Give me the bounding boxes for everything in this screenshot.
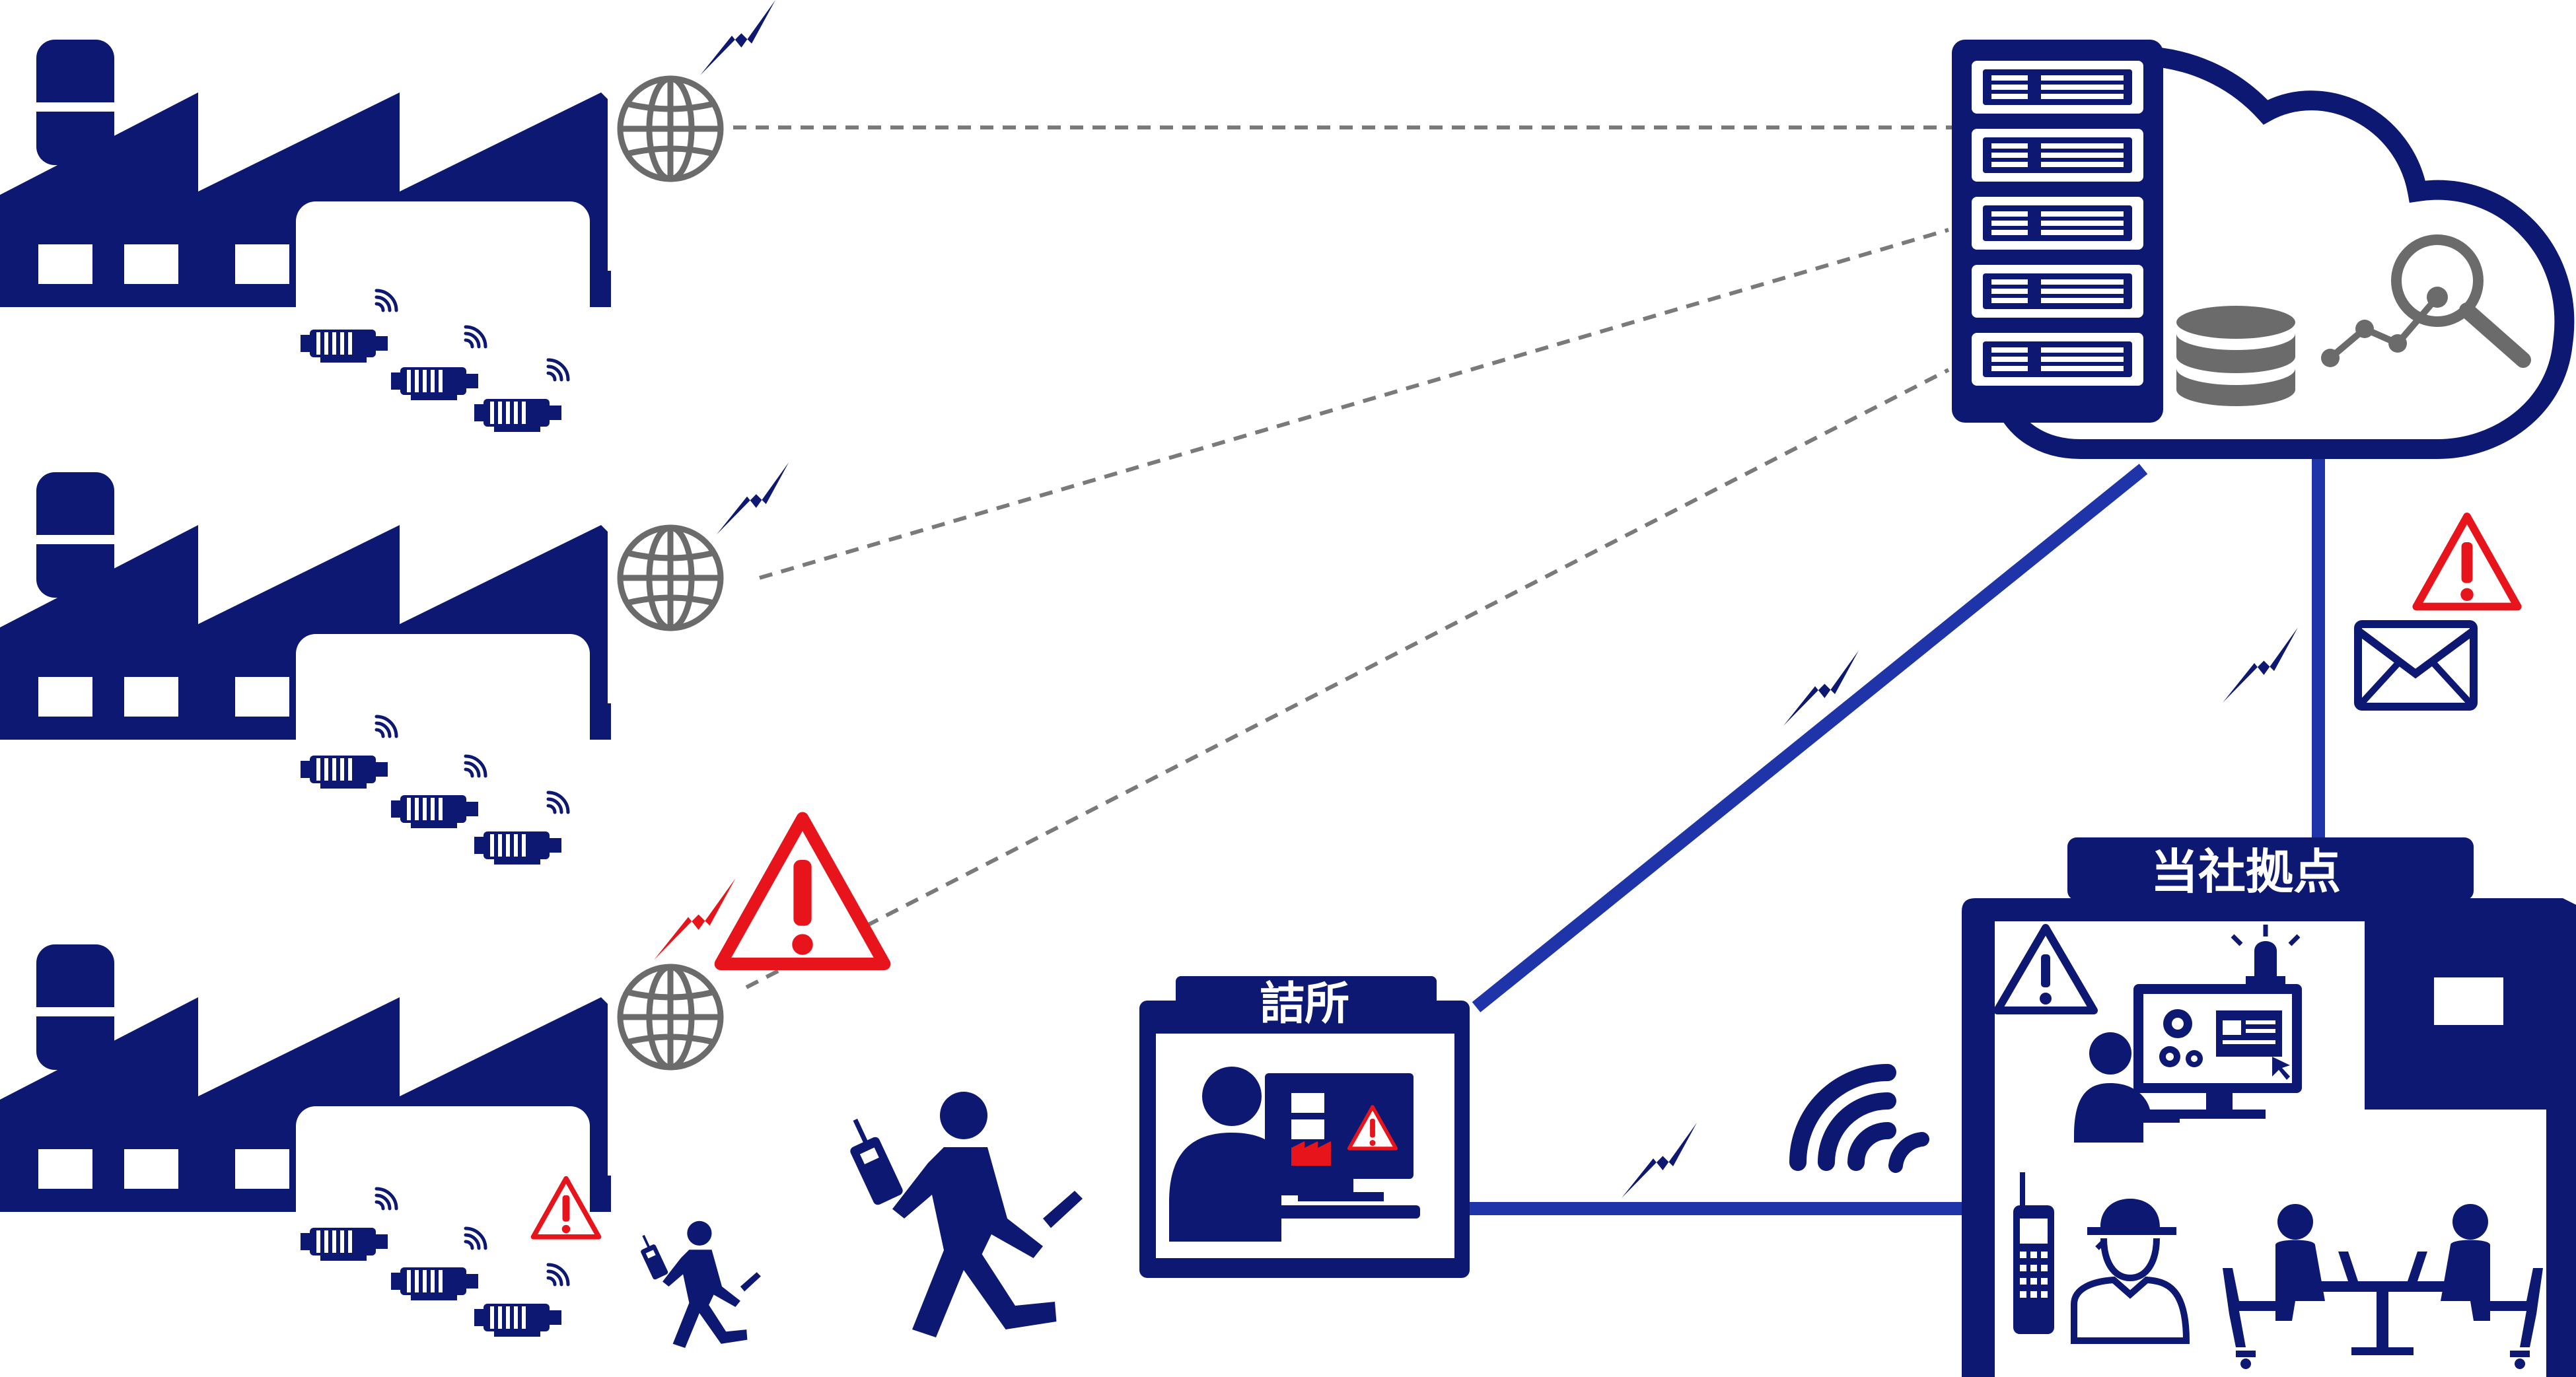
globe-icon xyxy=(620,967,721,1067)
warning-triangle-icon xyxy=(721,818,884,964)
wireless-signal-icon xyxy=(1888,1132,1929,1173)
headquarters-label: 当社拠点 xyxy=(2151,844,2341,900)
lightning-icon xyxy=(717,462,789,535)
mail-icon xyxy=(2354,620,2478,711)
machine-icon xyxy=(391,795,478,828)
alarm-light-icon xyxy=(2231,925,2301,985)
running-worker-icon xyxy=(639,1220,761,1348)
satellite-office-label: 詰所 xyxy=(1260,978,1349,1030)
machine-icon xyxy=(391,367,478,400)
dashed-link-factory-2 xyxy=(759,228,1949,580)
wireless-signal-icon xyxy=(1789,1064,1896,1171)
machine-icon xyxy=(301,330,388,363)
machine-icon xyxy=(474,831,561,865)
wireless-signal-icon xyxy=(548,793,568,812)
factory-1 xyxy=(0,40,611,432)
solid-links xyxy=(1465,441,2325,1215)
globe-icon xyxy=(620,528,721,628)
machine-icon xyxy=(474,1304,561,1337)
running-worker-icon xyxy=(848,1092,1083,1337)
wireless-signal-icon xyxy=(548,360,568,380)
dashed-link-factory-3 xyxy=(745,368,1950,989)
dashed-links xyxy=(733,125,1952,989)
satellite-office: 詰所 xyxy=(1139,976,1470,1278)
factory-alert-screen-icon xyxy=(1291,1093,1331,1166)
warning-triangle-icon xyxy=(2416,516,2517,607)
monitor-icon xyxy=(1265,1073,1413,1201)
lightning-icon xyxy=(700,0,775,76)
radio-icon xyxy=(2013,1172,2054,1334)
warning-triangle-icon xyxy=(1993,924,2098,1014)
database-icon xyxy=(2176,306,2295,406)
monitor-icon xyxy=(2133,984,2302,1119)
headquarters: 当社拠点 xyxy=(1962,837,2576,1377)
lightning-icon xyxy=(1622,1123,1697,1198)
lightning-icon xyxy=(2223,627,2298,703)
magnifier-chart-icon xyxy=(2321,234,2531,368)
worker-headset-icon xyxy=(2071,1199,2190,1344)
machine-icon xyxy=(391,1267,478,1300)
factory-2 xyxy=(0,472,611,865)
server-rack-icon xyxy=(1952,40,2163,423)
gear-icon xyxy=(2159,1009,2203,1067)
factory-3 xyxy=(0,944,611,1337)
meeting-icon xyxy=(2223,1204,2543,1369)
machine-icon xyxy=(474,399,561,432)
operator-icon xyxy=(2074,1032,2180,1143)
wireless-signal-icon xyxy=(548,1265,568,1285)
globe-icon xyxy=(620,79,721,179)
document-window-icon xyxy=(2216,1010,2290,1080)
link-cloud-to-satellite xyxy=(1472,464,2148,1012)
operator-icon xyxy=(1169,1067,1420,1242)
